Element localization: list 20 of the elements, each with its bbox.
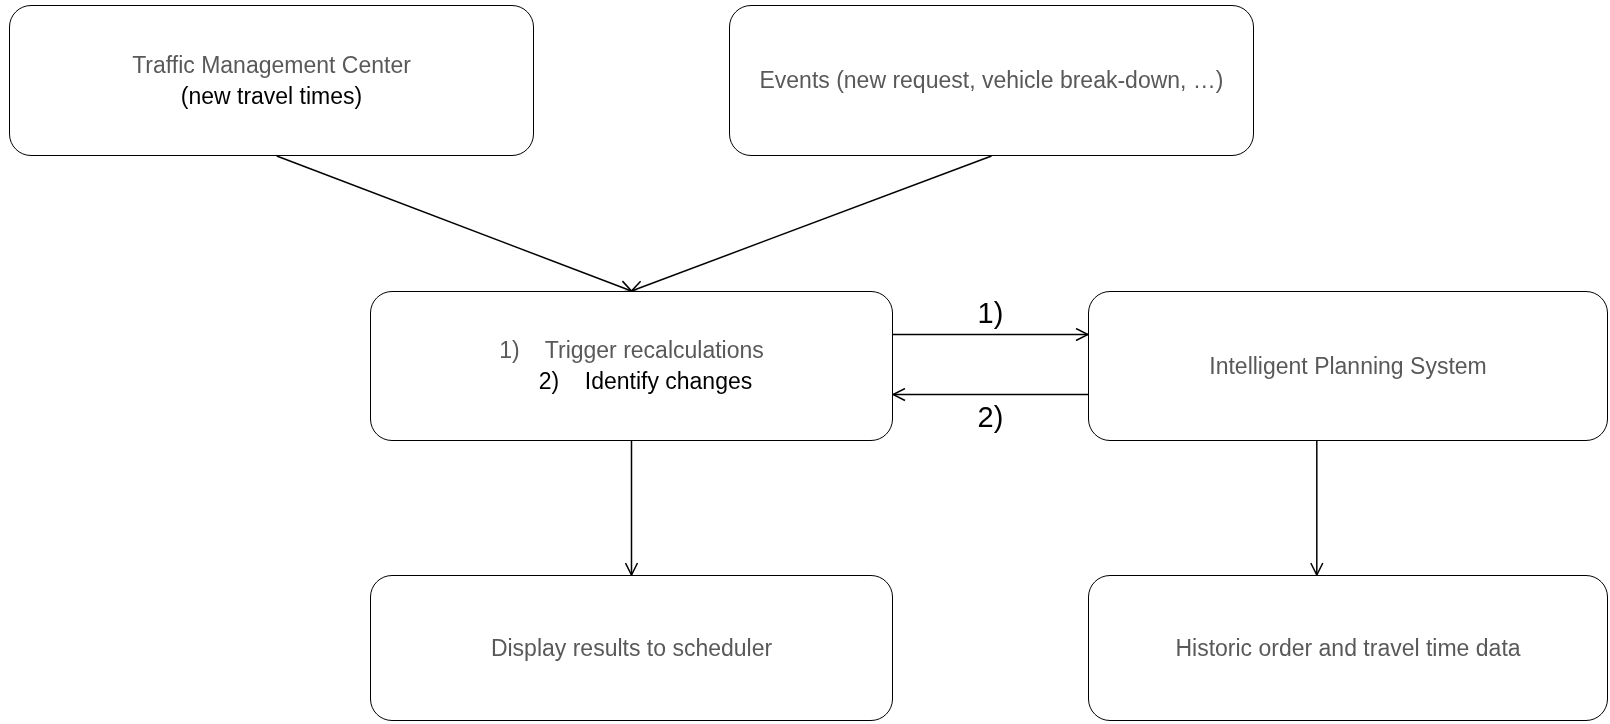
arrow: [624, 440, 639, 576]
node-text: Intelligent Planning System: [1209, 351, 1487, 381]
node-text: Traffic Management Center: [132, 50, 411, 80]
node-text: Events (new request, vehicle break-down, …): [759, 66, 1224, 95]
system-box: [1088, 291, 1608, 441]
node-text: 2) Identify changes: [538, 367, 753, 396]
arrow: [892, 387, 1089, 402]
node-text: (new travel times): [180, 81, 363, 111]
node-text: Historic order and travel time data: [1175, 633, 1521, 663]
edge-label: 1): [977, 296, 1004, 329]
event-box: [729, 5, 1254, 156]
node-text: Display results to scheduler: [490, 633, 773, 663]
arrow: [1310, 440, 1324, 576]
output-box: [370, 575, 893, 721]
node-text: 1) Trigger recalculations: [499, 336, 764, 365]
data-box: [1088, 575, 1608, 721]
source-box: [9, 5, 534, 156]
process-box: [370, 291, 893, 441]
edge-label: 2): [977, 400, 1004, 433]
arrow: [892, 327, 1089, 342]
